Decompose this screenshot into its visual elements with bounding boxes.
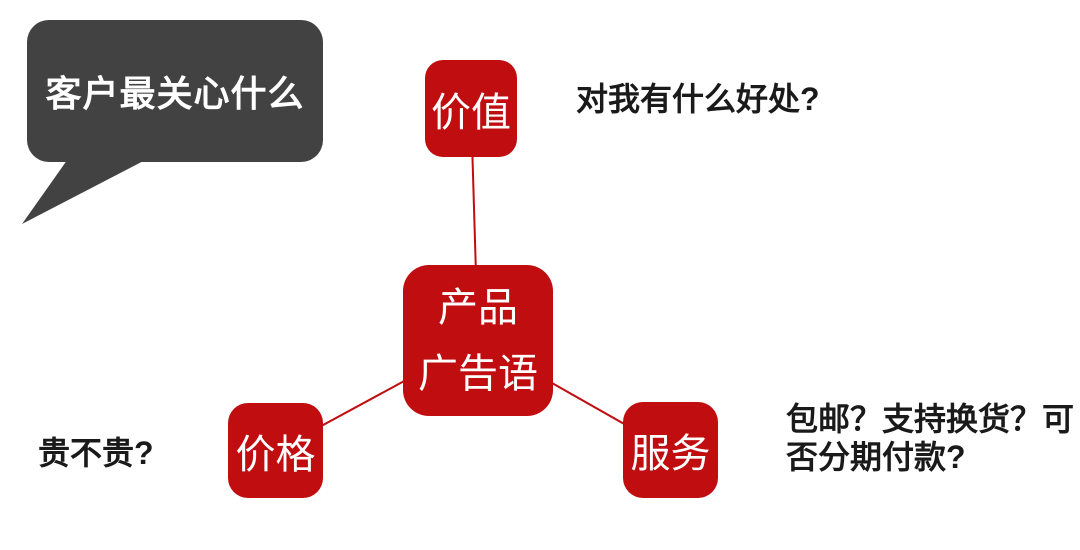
node-center-line1: 产品: [438, 285, 518, 330]
node-center: 产品 广告语: [403, 265, 553, 416]
node-value: 价值: [425, 60, 517, 157]
annotation-price: 贵不贵?: [38, 435, 154, 471]
node-value-label: 价值: [431, 90, 511, 135]
node-service-label: 服务: [630, 432, 711, 476]
node-price: 价格: [228, 403, 323, 498]
node-center-line2: 广告语: [418, 351, 538, 396]
speech-bubble: 客户最关心什么: [27, 20, 323, 162]
speech-bubble-text: 客户最关心什么: [45, 73, 305, 114]
annotation-service: 包邮？支持换货？可否分期付款?: [786, 401, 1075, 475]
node-price-label: 价格: [235, 432, 316, 477]
node-service: 服务: [623, 402, 718, 498]
annotation-value: 对我有什么好处?: [576, 81, 820, 117]
